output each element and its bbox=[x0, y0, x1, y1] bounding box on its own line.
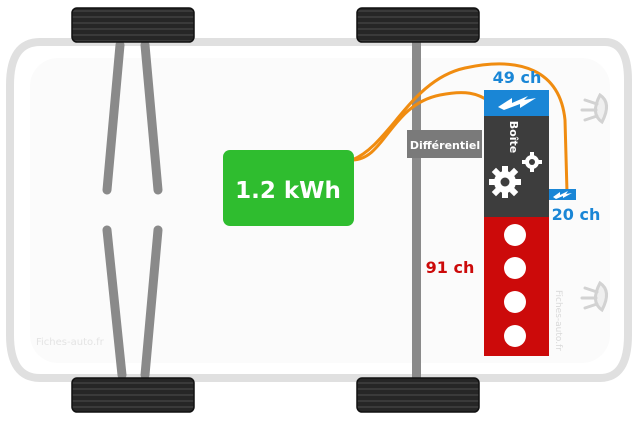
headlight-icon bbox=[580, 280, 608, 313]
cylinder bbox=[504, 325, 526, 347]
power-cables bbox=[351, 62, 569, 193]
lightning-bolt-icon bbox=[553, 191, 572, 199]
differential-label: Différentiel bbox=[410, 139, 480, 152]
tire-front-right bbox=[356, 377, 480, 413]
front-axle bbox=[412, 38, 421, 378]
cable-battery-to-motor2 bbox=[351, 62, 569, 193]
battery-label: 1.2 kWh bbox=[235, 178, 341, 204]
cable-battery-to-motor1 bbox=[351, 91, 491, 162]
motor1-power-label: 49 ch bbox=[493, 68, 542, 87]
headlight-icon bbox=[580, 92, 608, 125]
cylinder bbox=[504, 224, 526, 246]
rear-axle-linkage bbox=[102, 40, 163, 380]
tire-rear-left bbox=[71, 7, 195, 43]
engine-cylinders bbox=[504, 224, 526, 347]
cylinder bbox=[504, 257, 526, 279]
tire-rear-right bbox=[71, 377, 195, 413]
watermark-left: Fiches-auto.fr bbox=[36, 337, 105, 348]
gears-icon bbox=[489, 152, 542, 198]
motor2-power-label: 20 ch bbox=[552, 205, 601, 224]
differential-box bbox=[407, 130, 482, 158]
gearbox-box bbox=[484, 116, 549, 217]
gearbox-label: Boîte bbox=[507, 121, 520, 153]
battery-box bbox=[223, 150, 354, 226]
tire-front-left bbox=[356, 7, 480, 43]
lightning-bolt-icon bbox=[498, 96, 536, 110]
cylinder bbox=[504, 291, 526, 313]
watermark-right: Fiches-auto.fr bbox=[553, 290, 563, 351]
engine-power-label: 91 ch bbox=[426, 258, 475, 277]
